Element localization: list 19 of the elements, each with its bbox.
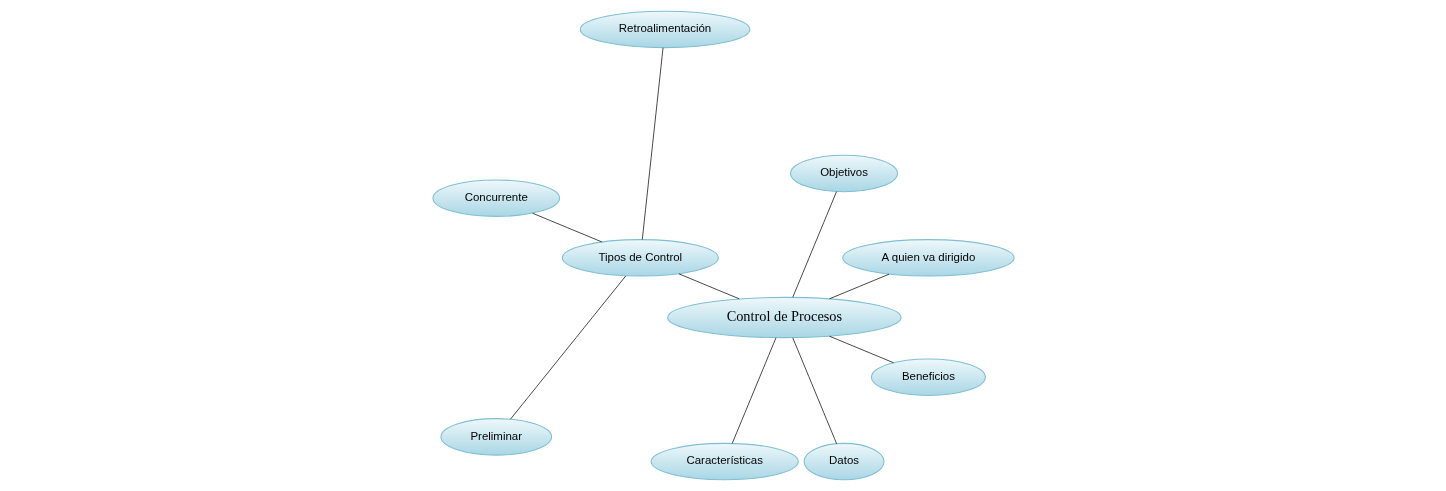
node-ellipse: A quien va dirigido bbox=[841, 239, 1015, 277]
connector bbox=[828, 273, 889, 300]
node-ellipse: Características bbox=[650, 442, 799, 481]
node-ellipse: Retroalimentación bbox=[579, 10, 750, 49]
node-ellipse: Beneficios bbox=[870, 358, 986, 396]
connector bbox=[828, 335, 894, 364]
connector bbox=[641, 47, 663, 240]
connector bbox=[731, 337, 776, 444]
connector bbox=[791, 191, 837, 298]
node-ellipse: Tipos de Control bbox=[561, 239, 719, 277]
node-ellipse: Concurrente bbox=[431, 179, 560, 217]
node-ellipse: Preliminar bbox=[439, 418, 552, 456]
node-ellipse: Datos bbox=[803, 442, 885, 481]
node-ellipse: Objetivos bbox=[789, 154, 898, 193]
connector bbox=[791, 337, 837, 444]
node-ellipse: Control de Procesos bbox=[666, 296, 902, 339]
connector bbox=[531, 212, 602, 243]
connector bbox=[677, 273, 740, 300]
connector bbox=[509, 275, 626, 420]
